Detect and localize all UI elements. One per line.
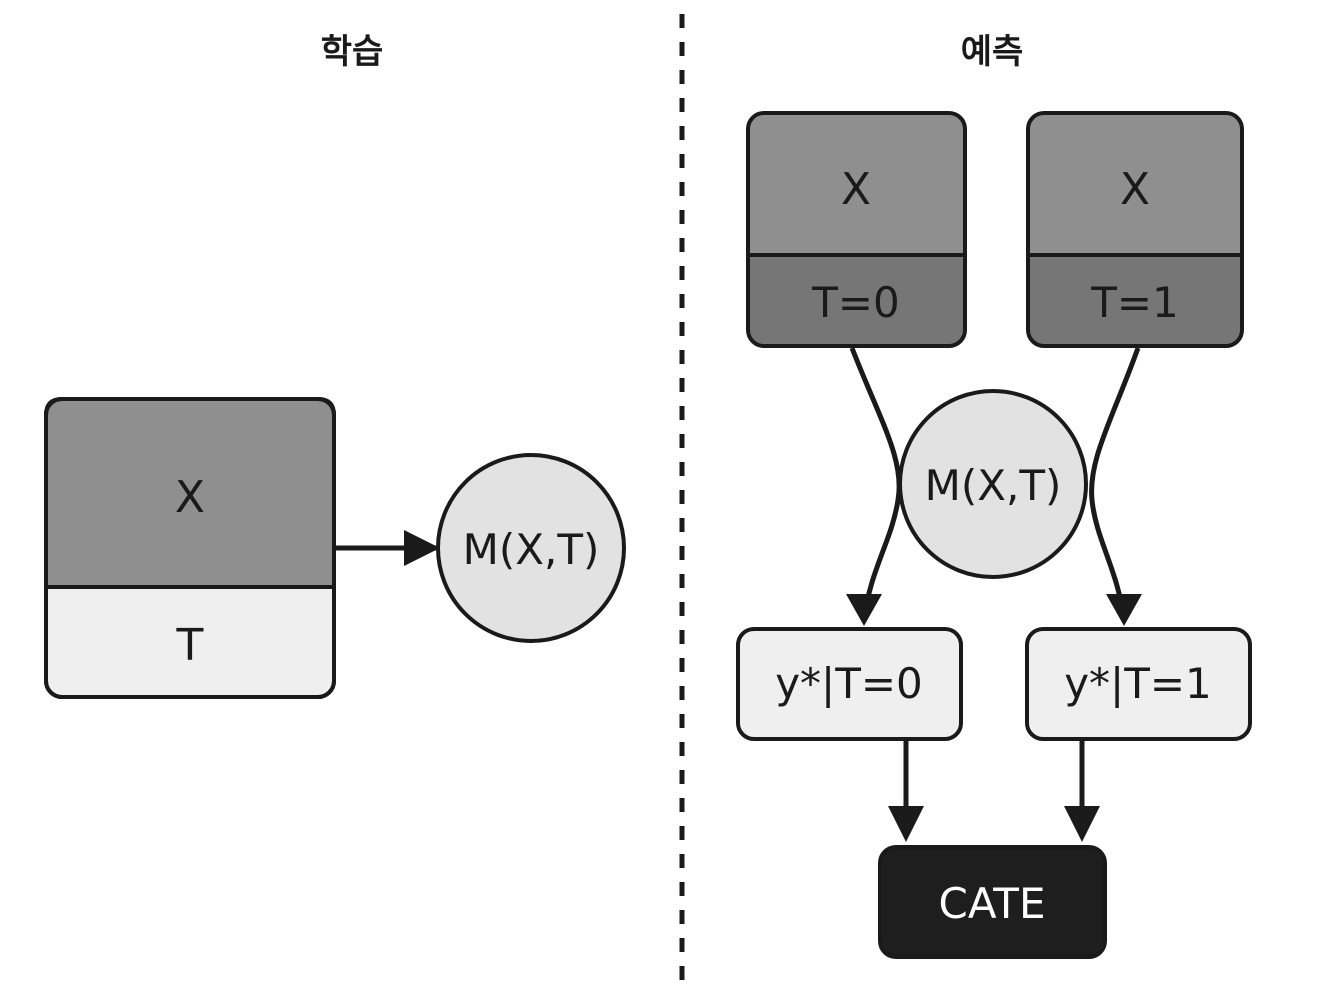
predict-left-output-label: y*|T=0	[775, 659, 923, 708]
left-output-to-cate-arrowhead	[888, 806, 924, 842]
predict-left-arrowhead	[846, 594, 882, 626]
train-model-node	[436, 453, 626, 643]
right-output-to-cate-arrowhead	[1064, 806, 1100, 842]
train-t-label: T	[176, 620, 204, 671]
predict-left-input-box	[746, 111, 967, 348]
train-model-label: M(X,T)	[463, 525, 600, 574]
predict-left-x-label: X	[841, 164, 871, 215]
train-section-title: 학습	[321, 32, 384, 72]
predict-section-title: 예측	[961, 32, 1024, 72]
predict-left-arrow	[849, 347, 902, 621]
predict-right-arrowhead	[1106, 594, 1142, 626]
predict-left-output-box	[736, 627, 963, 741]
predict-right-input-box	[1026, 111, 1244, 348]
predict-right-output-label: y*|T=1	[1064, 659, 1212, 708]
predict-model-label: M(X,T)	[925, 461, 1062, 510]
cate-box	[878, 845, 1107, 959]
predict-right-arrow	[1089, 347, 1141, 621]
predict-right-x-label: X	[1120, 164, 1150, 215]
predict-right-output-box	[1025, 627, 1252, 741]
train-input-box	[44, 397, 336, 699]
cate-label: CATE	[939, 879, 1046, 928]
predict-right-t-label: T=1	[1090, 278, 1179, 327]
predict-left-t-label: T=0	[811, 278, 900, 327]
train-x-label: X	[175, 472, 205, 523]
